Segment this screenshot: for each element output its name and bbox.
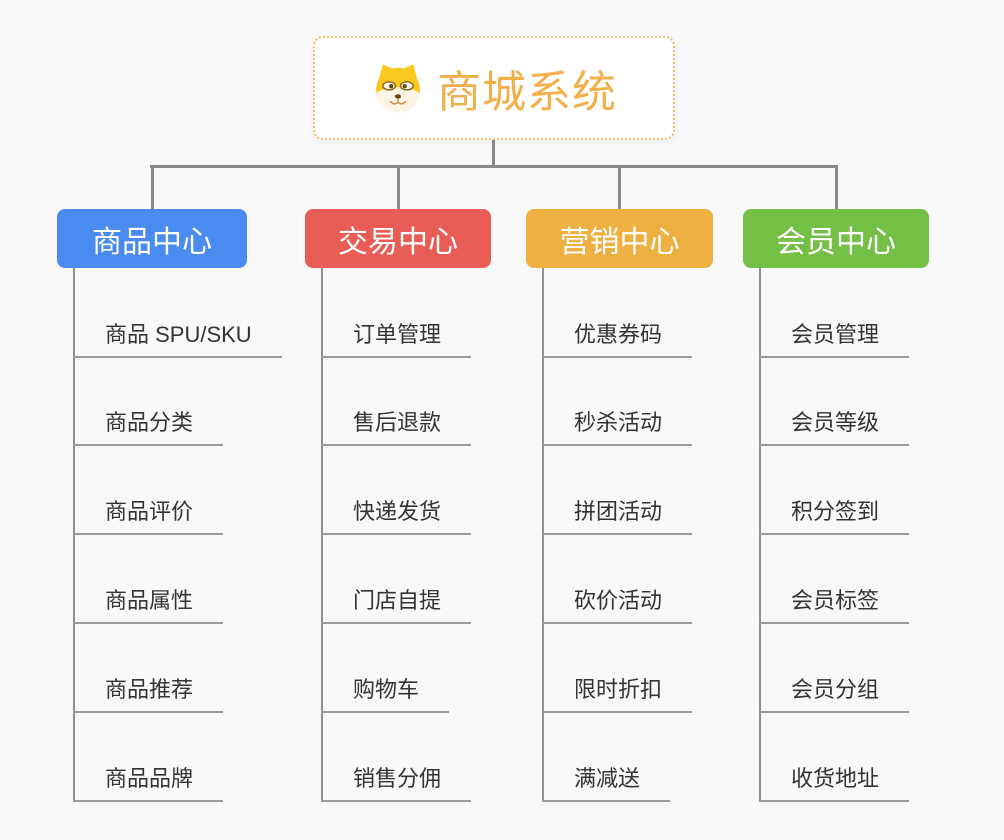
branch-node-2[interactable]: 交易中心 (305, 209, 491, 268)
connector-drop (397, 165, 400, 209)
connector-branch-vline (759, 268, 761, 802)
child-topic[interactable]: 砍价活动 (542, 586, 693, 624)
child-topic[interactable]: 优惠券码 (542, 320, 693, 358)
child-topic[interactable]: 限时折扣 (542, 675, 693, 713)
branch-node-1[interactable]: 商品中心 (57, 209, 247, 268)
connector-branch-vline (542, 268, 544, 802)
child-topic[interactable]: 积分签到 (759, 497, 910, 535)
child-topic[interactable]: 售后退款 (321, 408, 472, 446)
connector-root-stem (492, 140, 495, 167)
child-topic[interactable]: 会员管理 (759, 320, 910, 358)
connector-branch-vline (321, 268, 323, 802)
branch-node-label: 商品中心 (92, 225, 212, 259)
child-topic[interactable]: 满减送 (542, 764, 671, 802)
branch-node-label: 会员中心 (776, 225, 896, 259)
dog-face-icon (371, 62, 425, 114)
child-topic[interactable]: 快递发货 (321, 497, 472, 535)
connector-branch-vline (73, 268, 75, 802)
child-topic[interactable]: 商品分类 (73, 408, 224, 446)
child-topic[interactable]: 秒杀活动 (542, 408, 693, 446)
child-topic[interactable]: 商品属性 (73, 586, 224, 624)
child-topic[interactable]: 会员等级 (759, 408, 910, 446)
connector-drop (151, 165, 154, 209)
branch-node-label: 交易中心 (338, 225, 458, 259)
branch-node-3[interactable]: 营销中心 (526, 209, 713, 268)
child-topic[interactable]: 商品品牌 (73, 764, 224, 802)
child-topic[interactable]: 销售分佣 (321, 764, 472, 802)
connector-drop (618, 165, 621, 209)
child-topic[interactable]: 收货地址 (759, 764, 910, 802)
child-topic[interactable]: 商品推荐 (73, 675, 224, 713)
child-topic[interactable]: 拼团活动 (542, 497, 693, 535)
root-node[interactable]: 商城系统 (313, 36, 675, 140)
child-topic[interactable]: 会员标签 (759, 586, 910, 624)
branch-node-4[interactable]: 会员中心 (743, 209, 929, 268)
child-topic[interactable]: 会员分组 (759, 675, 910, 713)
connector-rail (150, 165, 838, 168)
child-topic[interactable]: 门店自提 (321, 586, 472, 624)
branch-node-label: 营销中心 (559, 225, 680, 259)
child-topic[interactable]: 商品评价 (73, 497, 224, 535)
root-title: 商城系统 (437, 68, 617, 117)
child-topic[interactable]: 商品 SPU/SKU (73, 320, 282, 358)
child-topic[interactable]: 订单管理 (321, 320, 472, 358)
connector-drop (835, 165, 838, 209)
child-topic[interactable]: 购物车 (321, 675, 450, 713)
